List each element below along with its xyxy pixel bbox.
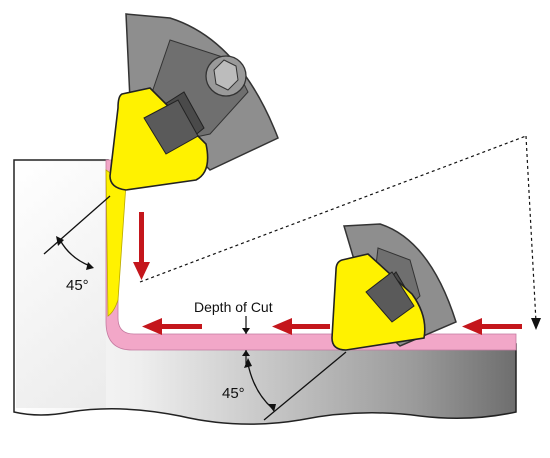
angle-left	[43, 195, 111, 267]
feed-arrows	[133, 212, 522, 335]
depth-arrowhead	[242, 328, 250, 334]
tool-path	[139, 135, 537, 323]
depth-arrowhead	[242, 350, 250, 356]
insert-pocket	[365, 271, 415, 323]
insert-pocket	[143, 99, 199, 155]
angle-arrowhead	[86, 262, 94, 270]
feed-arrow-icon	[133, 212, 150, 280]
angle-bottom-label: 45°	[222, 385, 245, 402]
vertical-chip	[105, 169, 127, 317]
workpiece	[13, 159, 517, 425]
angle-left-label: 45°	[66, 277, 89, 294]
depth-of-cut-label: Depth of Cut	[194, 299, 273, 315]
angle-arrowhead	[56, 236, 64, 246]
workpiece-shade	[16, 162, 106, 408]
angle-arrowhead	[244, 358, 252, 368]
feed-arrow-icon	[142, 318, 202, 335]
feed-arrow-icon	[272, 318, 330, 335]
feed-arrow-icon	[462, 318, 522, 335]
angle-arrowhead	[268, 404, 276, 412]
cut-layer	[105, 159, 517, 351]
tool-path-arrowhead	[531, 318, 541, 330]
